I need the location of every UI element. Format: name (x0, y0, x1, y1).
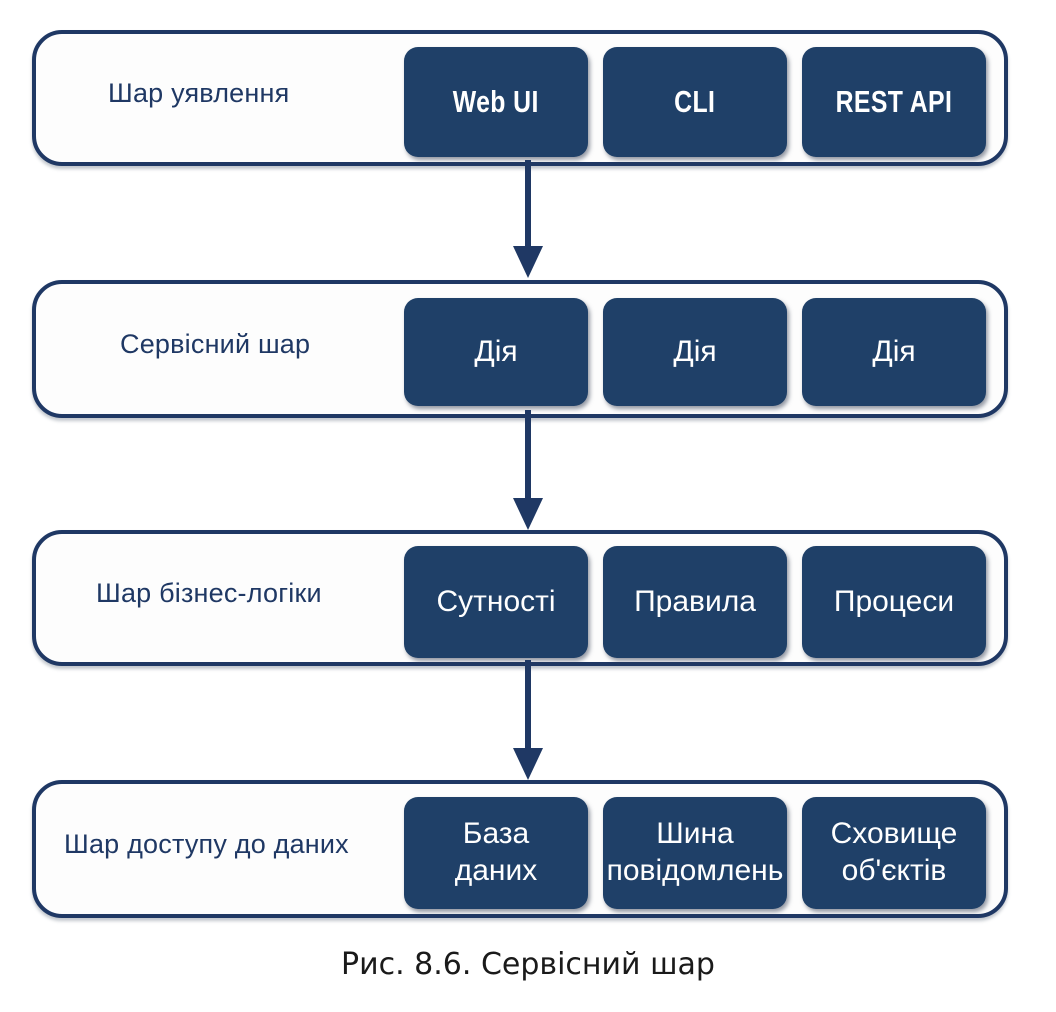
node-message-bus-label: Шина повідомлень (606, 817, 784, 887)
layer-presentation-nodes: Web UI CLI REST API (404, 47, 986, 157)
node-database-label: База даних (454, 817, 538, 887)
node-processes-label: Процеси (833, 584, 955, 618)
node-database[interactable]: База даних (404, 797, 588, 909)
layer-business-logic-label: Шар бізнес-логіки (96, 578, 322, 608)
node-action-3-label: Дія (872, 334, 916, 368)
layer-presentation: Шар уявлення Web UI CLI REST API (32, 30, 1008, 166)
figure-caption: Рис. 8.6. Сервісний шар (341, 947, 715, 982)
node-processes[interactable]: Процеси (802, 546, 986, 658)
node-object-storage[interactable]: Сховище об'єктів (802, 797, 986, 909)
node-entities[interactable]: Сутності (404, 546, 588, 658)
node-entities-label: Сутності (436, 584, 556, 618)
layer-service-label: Сервісний шар (120, 329, 311, 359)
layer-business-logic: Шар бізнес-логіки Сутності Правила Проце… (32, 530, 1008, 666)
node-action-3[interactable]: Дія (802, 298, 986, 406)
node-rules-label: Правила (634, 584, 756, 618)
layer-data-access: Шар доступу до даних База даних Шина пов… (32, 780, 1008, 918)
node-action-2[interactable]: Дія (603, 298, 787, 406)
node-message-bus[interactable]: Шина повідомлень (603, 797, 787, 909)
arrow-down-icon-business-to-data (512, 660, 544, 782)
node-action-1-label: Дія (474, 334, 518, 368)
node-cli-label: CLI (674, 84, 716, 120)
layer-data-access-nodes: База даних Шина повідомлень Сховище об'є… (404, 797, 986, 909)
node-rest-api-label: REST API (835, 84, 953, 120)
node-cli[interactable]: CLI (603, 47, 787, 157)
node-web-ui[interactable]: Web UI (404, 47, 588, 157)
node-action-1[interactable]: Дія (404, 298, 588, 406)
node-object-storage-label: Сховище об'єктів (830, 817, 958, 887)
arrow-down-icon-presentation-to-service (512, 160, 544, 280)
layer-data-access-label: Шар доступу до даних (64, 829, 349, 859)
node-rest-api[interactable]: REST API (802, 47, 986, 157)
layer-service-nodes: Дія Дія Дія (404, 298, 986, 406)
arrow-down-icon-service-to-business (512, 410, 544, 532)
node-web-ui-label: Web UI (453, 84, 539, 120)
layer-service: Сервісний шар Дія Дія Дія (32, 280, 1008, 418)
node-rules[interactable]: Правила (603, 546, 787, 658)
node-action-2-label: Дія (673, 334, 717, 368)
layer-presentation-label: Шар уявлення (108, 78, 290, 108)
layer-business-logic-nodes: Сутності Правила Процеси (404, 546, 986, 658)
